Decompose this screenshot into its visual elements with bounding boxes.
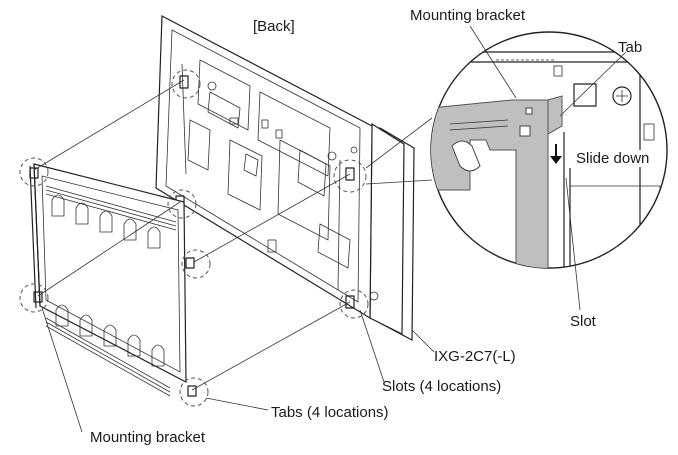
alignment-lines xyxy=(33,79,351,391)
tab-label: Tab xyxy=(618,39,643,56)
slide-down-label: Slide down xyxy=(574,150,652,167)
leader-lines xyxy=(41,25,627,433)
slots-locations-label: Slots (4 locations) xyxy=(382,378,502,395)
magnified-detail xyxy=(430,31,668,269)
slot-label: Slot xyxy=(570,313,596,330)
device-unit xyxy=(155,15,415,341)
callout-circles xyxy=(19,69,369,407)
mounting-bracket xyxy=(29,163,197,397)
mounting-bracket-label-top: Mounting bracket xyxy=(410,7,526,24)
model-label: IXG-2C7(-L) xyxy=(434,348,516,365)
back-label: [Back] xyxy=(253,18,295,35)
tabs-locations-label: Tabs (4 locations) xyxy=(271,404,389,421)
mounting-bracket-label-bottom: Mounting bracket xyxy=(90,429,206,446)
